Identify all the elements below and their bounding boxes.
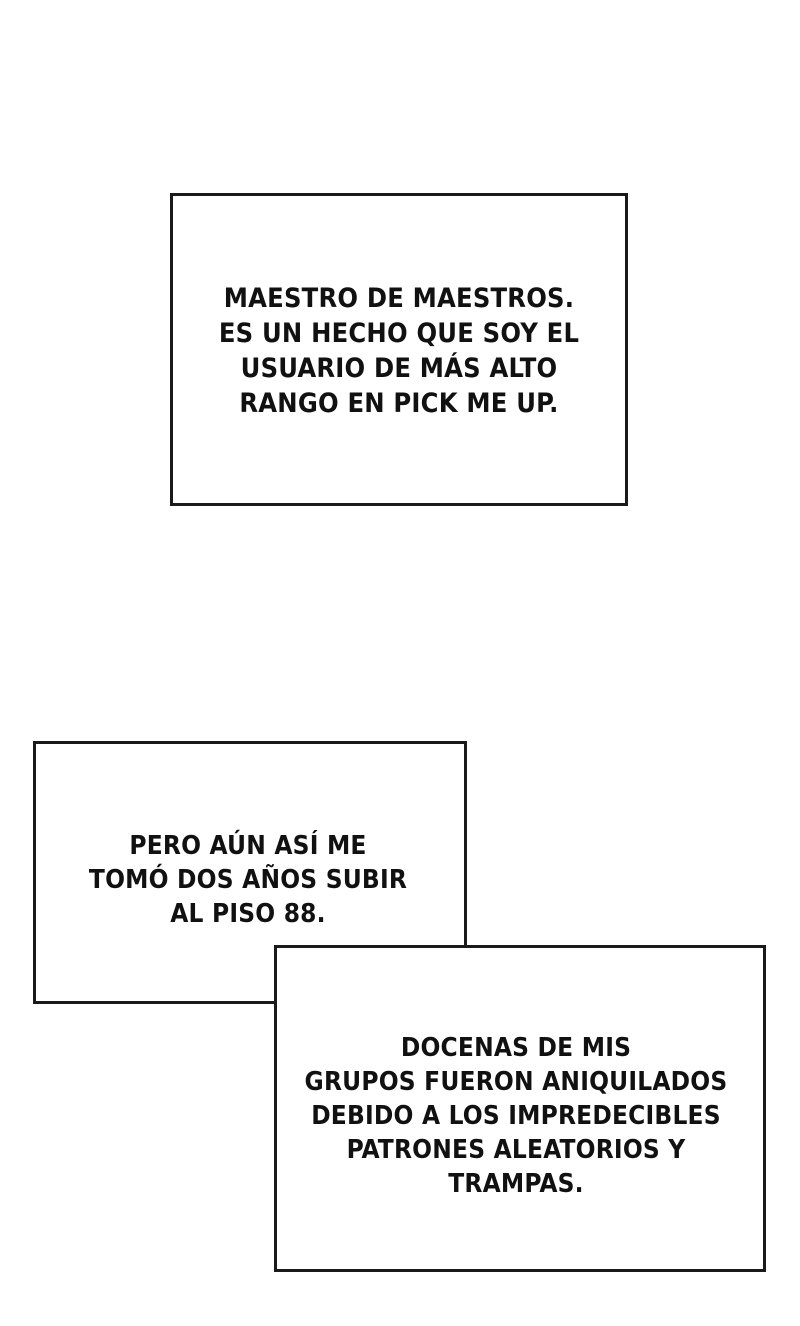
speech-panel-2-text: PERO AÚN ASÍ ME TOMÓ DOS AÑOS SUBIR AL P… <box>88 831 408 929</box>
speech-panel-1 <box>170 193 628 506</box>
speech-panel-3-text: DOCENAS DE MIS GRUPOS FUERON ANIQUILADOS… <box>304 1033 728 1199</box>
speech-panel-1-text: MAESTRO DE MAESTROS. ES UN HECHO QUE SOY… <box>218 283 580 419</box>
